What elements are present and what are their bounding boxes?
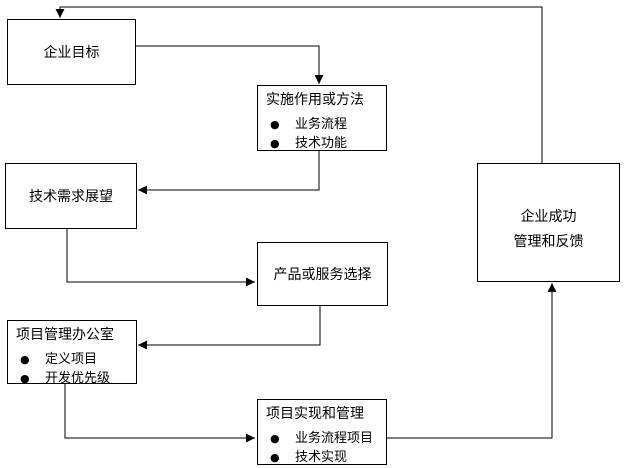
box-project-implementation-and-management: 项目实现和管理 ● 业务流程项目 ● 技术实现 [257,399,387,465]
bullet-label: 业务流程项目 [295,431,374,446]
bullet-icon: ● [270,137,280,150]
box-title-line-1: 企业成功 [520,208,577,225]
box-enterprise-success-management-feedback: 企业成功 管理和反馈 [477,163,620,282]
bullet-icon: ● [20,353,30,366]
list-item: ● 定义项目 [16,353,132,366]
bullet-icon: ● [270,118,280,131]
box-title-line-2: 管理和反馈 [513,233,584,250]
connector-methods-to-tech-outlook [138,151,320,195]
connector-success-feedback-to-goal [55,6,543,163]
box-project-management-office: 项目管理办公室 ● 定义项目 ● 开发优先级 [7,320,137,384]
box-technical-requirements-outlook: 技术需求展望 [5,163,137,229]
connector-goal-to-methods [135,45,324,84]
bullet-label: 技术实现 [295,450,348,465]
box-title: 企业目标 [43,45,100,61]
list-item: ● 技术功能 [266,137,382,150]
box-title: 技术需求展望 [29,189,113,205]
connector-product-to-pmo [138,306,321,350]
list-item: ● 业务流程 [266,118,382,131]
list-item: ● 开发优先级 [16,371,132,384]
box-title: 项目实现和管理 [266,406,364,422]
bullet-label: 开发优先级 [45,371,111,384]
bullet-icon: ● [270,451,280,464]
bullet-icon: ● [20,372,30,384]
box-title: 产品或服务选择 [273,267,372,283]
bullet-icon: ● [270,432,280,445]
list-item: ● 业务流程项目 [266,432,382,445]
connector-pmo-to-implementation [64,384,255,443]
box-enterprise-goals: 企业目标 [7,19,136,85]
bullet-label: 定义项目 [45,352,98,367]
bullet-label: 业务流程 [295,117,348,132]
box-title: 项目管理办公室 [16,327,114,343]
box-implementation-methods: 实施作用或方法 ● 业务流程 ● 技术功能 [257,85,387,151]
box-title: 实施作用或方法 [266,92,364,108]
list-item: ● 技术实现 [266,451,382,464]
bullet-label: 技术功能 [295,136,348,151]
box-product-or-service-selection: 产品或服务选择 [257,242,388,306]
connector-tech-outlook-to-product [66,229,255,287]
connector-implementation-to-success [387,283,557,439]
